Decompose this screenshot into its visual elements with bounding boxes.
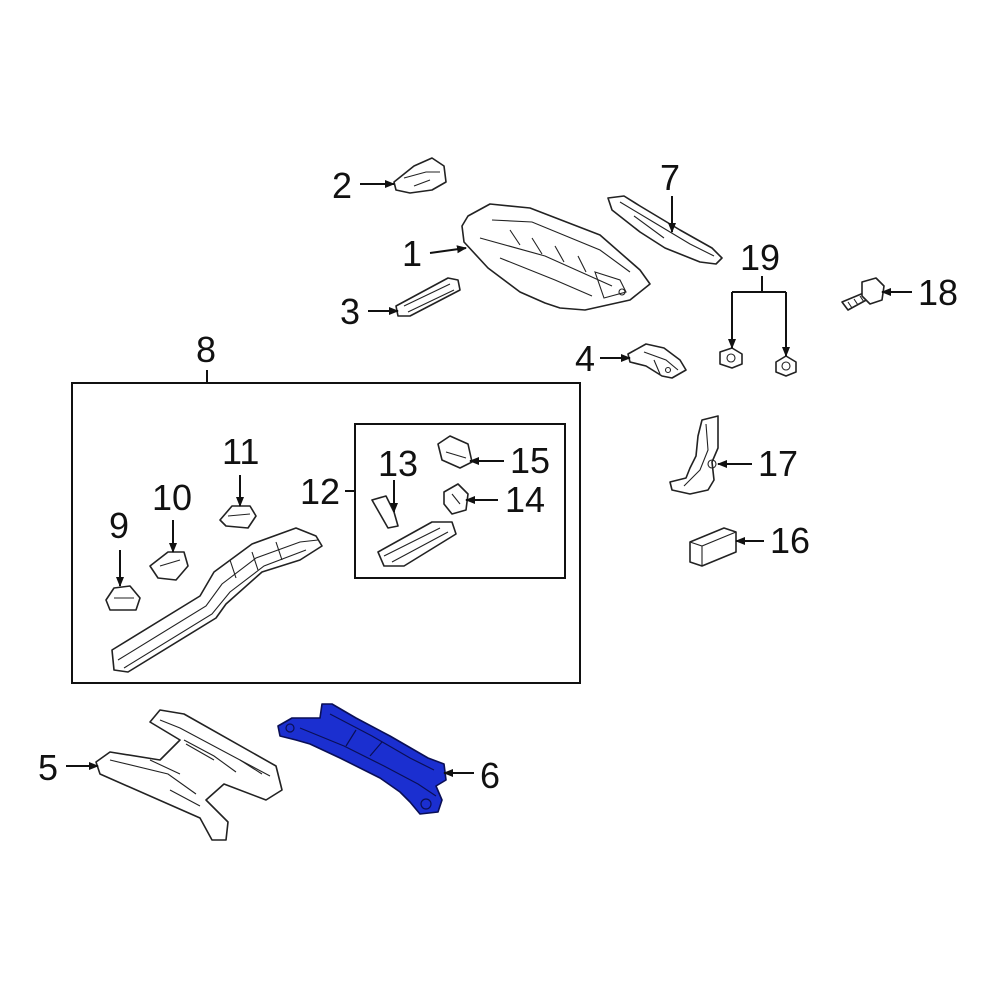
part-15-bracket[interactable]: [437, 435, 473, 469]
part-1-floor-pan[interactable]: [461, 203, 651, 311]
part-9-bracket[interactable]: [105, 585, 141, 611]
part-14-bracket[interactable]: [443, 483, 469, 515]
callout-5[interactable]: 5: [38, 747, 58, 788]
part-8-rail[interactable]: [111, 527, 323, 673]
part-10-bracket[interactable]: [149, 551, 189, 581]
callout-1[interactable]: 1: [402, 233, 422, 274]
part-19-nut-left[interactable]: [719, 347, 743, 369]
part-11-bracket[interactable]: [219, 505, 257, 529]
leader-lines: [66, 180, 912, 777]
callout-3[interactable]: 3: [340, 291, 360, 332]
part-19-nut-right[interactable]: [775, 355, 797, 377]
callout-19[interactable]: 19: [740, 237, 780, 278]
assembly-box-8: [71, 382, 581, 684]
part-13-bracket[interactable]: [371, 495, 399, 529]
part-7-extension[interactable]: [607, 195, 723, 265]
callout-9[interactable]: 9: [109, 505, 129, 546]
part-18-bolt[interactable]: [841, 277, 885, 311]
callout-4[interactable]: 4: [575, 338, 595, 379]
part-5-crossmember[interactable]: [95, 709, 283, 841]
callout-2[interactable]: 2: [332, 165, 352, 206]
callout-8[interactable]: 8: [196, 329, 216, 370]
callout-17[interactable]: 17: [758, 443, 798, 484]
callout-15[interactable]: 15: [510, 440, 550, 481]
assembly-box-12: [354, 423, 566, 579]
part-6-crossmember-highlighted[interactable]: [277, 703, 447, 815]
callout-13[interactable]: 13: [378, 443, 418, 484]
callout-18[interactable]: 18: [918, 272, 958, 313]
callout-6[interactable]: 6: [480, 755, 500, 796]
part-16-block[interactable]: [689, 527, 737, 567]
callout-14[interactable]: 14: [505, 479, 545, 520]
part-12-member[interactable]: [377, 521, 457, 567]
callout-10[interactable]: 10: [152, 477, 192, 518]
callout-11[interactable]: 11: [222, 431, 259, 472]
callout-16[interactable]: 16: [770, 520, 810, 561]
part-3-reinforcement[interactable]: [395, 277, 461, 317]
callout-7[interactable]: 7: [660, 157, 680, 198]
part-4-bracket[interactable]: [627, 343, 687, 379]
part-2-bracket[interactable]: [393, 157, 447, 194]
part-17-bracket[interactable]: [669, 415, 719, 495]
callout-12[interactable]: 12: [300, 471, 340, 512]
